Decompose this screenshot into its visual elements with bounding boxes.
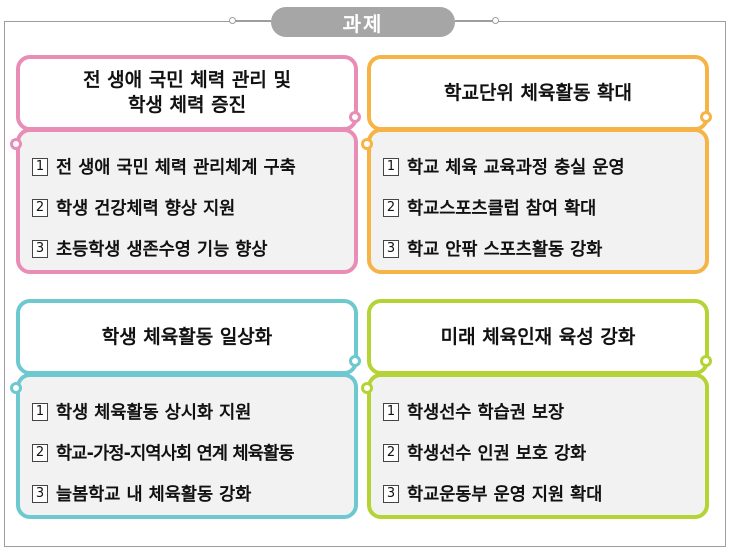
item-text: 학교운동부 운영 지원 확대	[407, 485, 603, 505]
item-text: 학교스포츠클럽 참여 확대	[407, 199, 597, 219]
item-number: 1	[32, 402, 48, 421]
panel-1-item-1: 1 전 생애 국민 체력 관리체계 구축	[32, 146, 344, 187]
panel-4-ring-icon-left	[361, 382, 373, 394]
item-text: 초등학생 생존수영 기능 향상	[56, 240, 268, 260]
item-number: 2	[32, 443, 48, 462]
item-text: 학생선수 학습권 보장	[407, 403, 565, 423]
heading-line-1: 학교단위 체육활동 확대	[443, 81, 633, 104]
title-dot-right	[492, 17, 499, 24]
page-title: 과제	[271, 7, 455, 37]
panel-3-item-2: 2 학교-가정-지역사회 연계 체육활동	[32, 432, 344, 473]
item-number: 1	[32, 157, 48, 176]
item-text: 학생선수 인권 보호 강화	[407, 444, 587, 464]
item-text: 전 생애 국민 체력 관리체계 구축	[56, 158, 296, 178]
title-line-right	[455, 20, 493, 22]
item-number: 1	[383, 402, 399, 421]
item-text: 학생 건강체력 향상 지원	[56, 199, 236, 219]
panel-2-ring-icon	[700, 111, 712, 123]
panel-2-item-2: 2 학교스포츠클럽 참여 확대	[383, 187, 695, 228]
item-number: 2	[32, 198, 48, 217]
panel-4-item-2: 2 학생선수 인권 보호 강화	[383, 432, 695, 473]
heading-line-1: 미래 체육인재 육성 강화	[440, 325, 636, 348]
panel-3-ring-icon-left	[10, 382, 22, 394]
item-text: 학교 체육 교육과정 충실 운영	[407, 158, 625, 178]
panel-1-item-2: 2 학생 건강체력 향상 지원	[32, 187, 344, 228]
title-line-left	[234, 20, 271, 22]
panel-2-item-3: 3 학교 안팎 스포츠활동 강화	[383, 228, 695, 269]
item-number: 2	[383, 198, 399, 217]
panel-4-ring-icon	[700, 355, 712, 367]
panel-1-item-3: 3 초등학생 생존수영 기능 향상	[32, 228, 344, 269]
panel-1-ring-icon	[349, 111, 361, 123]
heading-line-2: 학생 체력 증진	[127, 94, 247, 116]
item-text: 학교 안팎 스포츠활동 강화	[407, 240, 603, 260]
title-dot-left	[229, 17, 236, 24]
item-number: 3	[32, 484, 48, 503]
panel-4-heading: 미래 체육인재 육성 강화	[367, 299, 709, 375]
panel-2-ring-icon-left	[361, 138, 373, 150]
item-number: 2	[383, 443, 399, 462]
item-text: 학교-가정-지역사회 연계 체육활동	[56, 444, 295, 464]
panel-1-body: 1 전 생애 국민 체력 관리체계 구축 2 학생 건강체력 향상 지원 3 초등학생…	[16, 128, 358, 274]
panel-3-item-1: 1 학생 체육활동 상시화 지원	[32, 391, 344, 432]
item-number: 3	[383, 239, 399, 258]
panel-2-heading: 학교단위 체육활동 확대	[367, 55, 709, 131]
panel-2-item-1: 1 학교 체육 교육과정 충실 운영	[383, 146, 695, 187]
panel-3-item-3: 3 늘봄학교 내 체육활동 강화	[32, 473, 344, 514]
item-number: 3	[32, 239, 48, 258]
item-number: 1	[383, 157, 399, 176]
panel-4-body: 1 학생선수 학습권 보장 2 학생선수 인권 보호 강화 3 학교운동부 운영 지원…	[367, 373, 709, 519]
panel-2-body: 1 학교 체육 교육과정 충실 운영 2 학교스포츠클럽 참여 확대 3 학교 안팎 …	[367, 128, 709, 274]
heading-line-1: 학생 체육활동 일상화	[101, 325, 273, 348]
panel-4-item-1: 1 학생선수 학습권 보장	[383, 391, 695, 432]
item-text: 학생 체육활동 상시화 지원	[56, 403, 252, 423]
item-text: 늘봄학교 내 체육활동 강화	[56, 485, 252, 505]
panel-1-ring-icon-left	[10, 138, 22, 150]
item-number: 3	[383, 484, 399, 503]
panel-4-item-3: 3 학교운동부 운영 지원 확대	[383, 473, 695, 514]
panel-3-ring-icon	[349, 355, 361, 367]
panel-3-body: 1 학생 체육활동 상시화 지원 2 학교-가정-지역사회 연계 체육활동 3 늘봄학…	[16, 373, 358, 519]
heading-line-1: 전 생애 국민 체력 관리 및	[83, 69, 291, 91]
panel-3-heading: 학생 체육활동 일상화	[16, 299, 358, 375]
